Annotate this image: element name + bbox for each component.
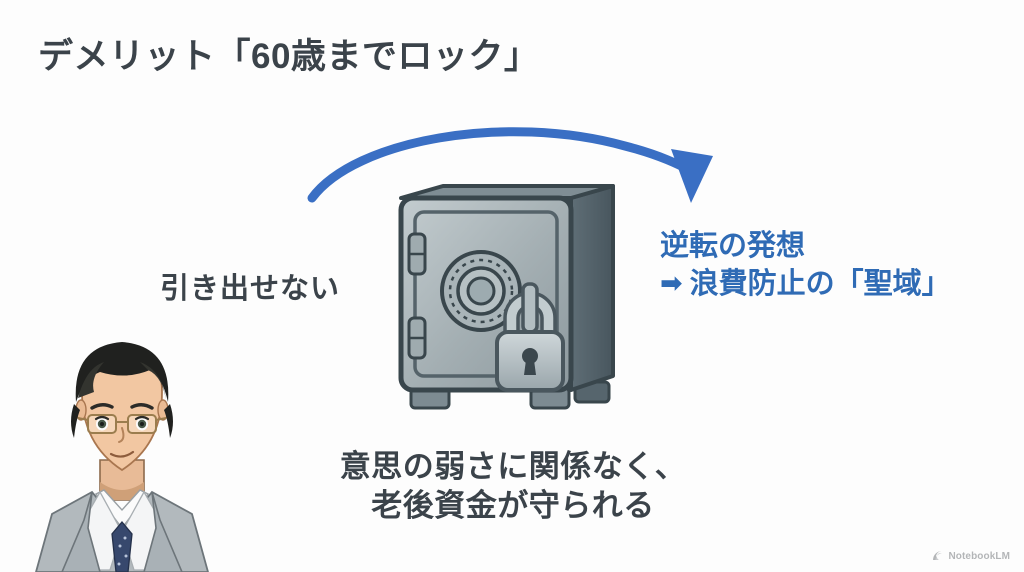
reframe-highlight: 逆転の発想 ➡ 浪費防止の「聖域」 [660, 228, 951, 303]
drawback-label: 引き出せない [160, 273, 341, 305]
watermark-label: NotebookLM [948, 550, 1010, 562]
watermark: NotebookLM [932, 550, 1010, 562]
reframe-line-2: ➡ 浪費防止の「聖域」 [660, 266, 951, 304]
page-title: デメリット「60歳までロック」 [38, 37, 540, 76]
right-arrow-icon: ➡ [660, 268, 683, 299]
safe-icon [398, 184, 615, 410]
businessman-avatar [35, 342, 209, 572]
notebooklm-logo-icon [933, 551, 943, 560]
bottom-caption-line-2: 老後資金が守られる [371, 488, 655, 524]
reframe-line-2-text: 浪費防止の「聖域」 [689, 267, 951, 300]
padlock-icon [495, 282, 565, 392]
bottom-caption-line-1: 意思の弱さに関係なく、 [339, 449, 687, 484]
safe-side-panel [569, 184, 615, 392]
safe-hinges [407, 232, 427, 360]
curved-arrow-icon [307, 127, 713, 203]
reframe-line-1: 逆転の発想 [660, 230, 806, 262]
safe-door-bevel [413, 210, 559, 378]
bottom-caption: 意思の弱さに関係なく、 老後資金が守られる [313, 447, 713, 525]
combination-dial-icon [440, 250, 522, 332]
